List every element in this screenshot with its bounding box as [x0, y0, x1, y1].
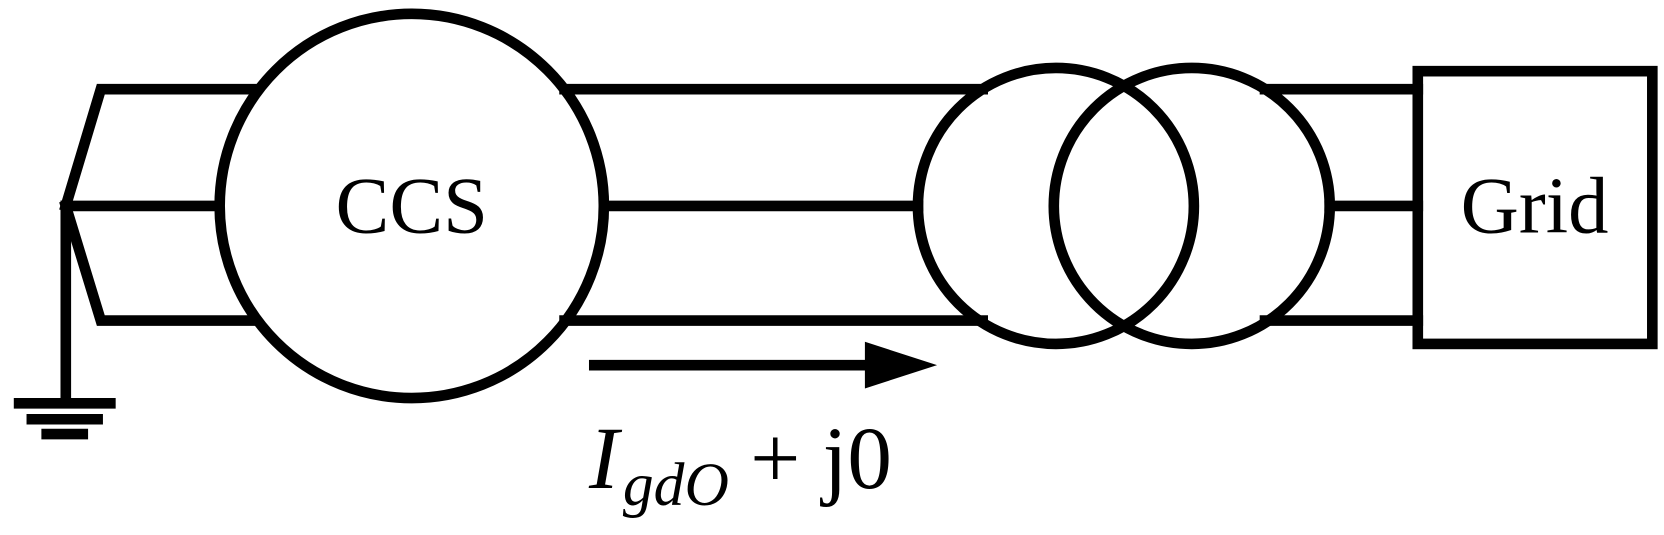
current-symbol: I: [588, 410, 623, 508]
grid-box: [1412, 65, 1658, 350]
grid-block: Grid: [1412, 65, 1658, 350]
ground-symbol: [13, 200, 116, 440]
phase-c-neutral-wire: [59, 199, 271, 326]
current-suffix: + j0: [750, 410, 892, 508]
transformer-to-grid-lines: [1259, 83, 1424, 326]
arrow-head: [864, 341, 938, 389]
phase-a-neutral-wire: [59, 83, 271, 213]
current-label: IgdO + j0: [588, 410, 892, 519]
wye-connection: [59, 83, 271, 326]
grid-label: Grid: [1461, 161, 1609, 250]
ccs-to-transformer-lines: [559, 83, 989, 326]
transformer: [912, 62, 1336, 350]
ccs-label: CCS: [336, 161, 488, 250]
ccs-source: CCS: [214, 8, 610, 404]
current-arrow: [588, 341, 938, 389]
current-subscript: gdO: [623, 451, 729, 519]
transformer-primary-winding: [912, 62, 1200, 350]
